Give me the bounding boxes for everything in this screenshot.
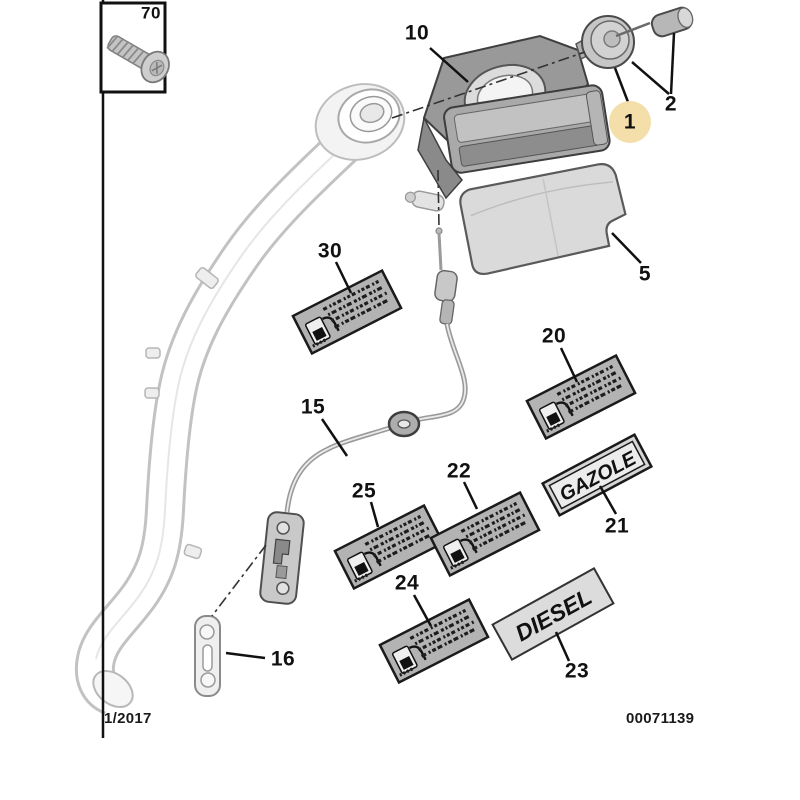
gazole-plate: GAZOLE — [540, 433, 654, 517]
breather-nozzle — [404, 190, 445, 212]
callout-2[interactable]: 2 — [664, 92, 678, 116]
pipe-clip — [145, 347, 161, 359]
filler-pipe-drawing — [74, 83, 445, 715]
pipe-clip — [144, 387, 160, 399]
callout-20[interactable]: 20 — [541, 324, 567, 348]
filler-neck-opening — [314, 83, 406, 161]
callout-1[interactable]: 1 — [623, 110, 637, 134]
callout-leader-lines — [225, 32, 676, 662]
pipe-clip — [195, 266, 219, 290]
fuel-sticker-25 — [333, 503, 445, 591]
callout-22[interactable]: 22 — [446, 459, 472, 483]
callout-5[interactable]: 5 — [638, 262, 652, 286]
lock-barrel-drawing — [650, 6, 694, 38]
fuel-sticker-24 — [378, 597, 490, 685]
callout-15[interactable]: 15 — [300, 395, 326, 419]
release-cable-drawing — [259, 227, 468, 605]
callout-30[interactable]: 30 — [317, 239, 343, 263]
screw-drawing — [106, 35, 170, 84]
callout-70[interactable]: 70 — [141, 3, 161, 23]
latch-unit-drawing — [443, 84, 611, 174]
fuel-flap-drawing — [459, 163, 627, 275]
mounting-plate-drawing — [194, 615, 221, 697]
callout-16[interactable]: 16 — [270, 647, 296, 671]
document-number: 00071139 — [626, 710, 695, 727]
edition-date: 1/2017 — [104, 710, 152, 727]
callout-23[interactable]: 23 — [564, 659, 590, 683]
selected-callout-highlight — [609, 101, 651, 143]
assembly-axis-lines — [211, 51, 586, 617]
diesel-plate: DIESEL — [491, 567, 615, 661]
filler-housing-drawing — [417, 34, 611, 200]
cable-end-bracket — [259, 511, 305, 605]
callout-25[interactable]: 25 — [351, 479, 377, 503]
pipe-clip — [183, 543, 203, 560]
fuel-cap-drawing — [575, 15, 651, 69]
callout-10[interactable]: 10 — [404, 21, 430, 45]
fuel-sticker-22 — [429, 490, 541, 578]
callout-21[interactable]: 21 — [604, 514, 630, 538]
callout-24[interactable]: 24 — [394, 571, 420, 595]
fuel-sticker-20 — [525, 353, 637, 441]
